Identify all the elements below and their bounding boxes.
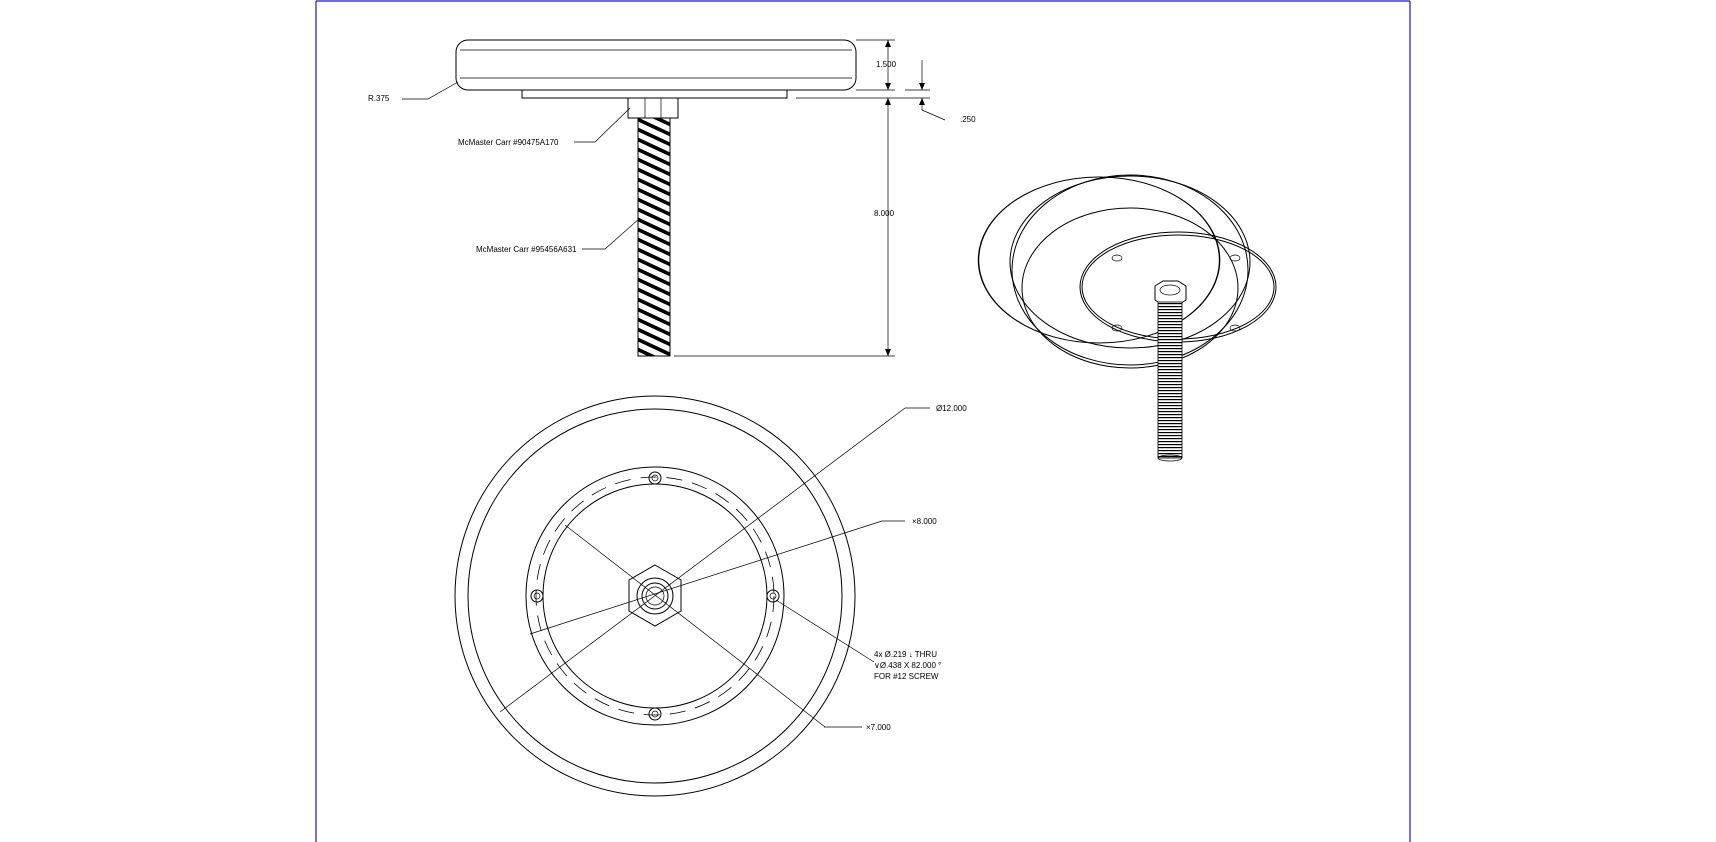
nut-outline [627, 97, 679, 119]
dia-12-line [499, 407, 906, 713]
hole-note-line1: 4x Ø.219 ↓ THRU [874, 650, 937, 659]
dim-rod-length-label: 8.000 [874, 209, 895, 218]
bolt-circle [535, 476, 775, 716]
dim-bolt-circle-label: ×8.000 [912, 517, 937, 526]
threaded-rod [637, 117, 671, 357]
mounting-holes [530, 471, 780, 721]
iso-base-rim [1011, 174, 1249, 366]
sheet-border [315, 0, 1411, 842]
nut-part-label: McMaster Carr #90475A170 [458, 138, 559, 147]
dim-plate-label: .250 [960, 115, 976, 124]
base-disk-outline [455, 39, 857, 91]
rod-part-label: McMaster Carr #95456A631 [476, 245, 577, 254]
outer-rim-circle [454, 395, 856, 797]
bottom-view: Ø12.000 ×8.000 ×7.000 4x Ø.219 ↓ THRU ∨Ø… [454, 395, 967, 797]
dim-height-label: 1.500 [876, 60, 897, 69]
dia-7-line [564, 524, 826, 728]
iso-threaded-rod [1157, 301, 1183, 459]
plate-circle [525, 466, 785, 726]
dim-outer-diameter-label: Ø12.000 [936, 404, 967, 413]
iso-nut [1154, 280, 1187, 306]
iso-base-top [1009, 175, 1251, 349]
isometric-view [977, 174, 1277, 462]
mount-plate-outline [521, 89, 788, 99]
hole-note-line3: FOR #12 SCREW [874, 672, 939, 681]
radius-label: R.375 [368, 94, 390, 103]
dia-8-line [529, 520, 883, 635]
hole-note-line2: ∨Ø.438 X 82.000 ° [874, 661, 941, 670]
dim-plate-diameter-label: ×7.000 [866, 723, 891, 732]
side-view: 1.500 .250 8.000 R.375 McMaster Carr #90… [368, 39, 976, 357]
center-nut-hex [628, 564, 682, 627]
